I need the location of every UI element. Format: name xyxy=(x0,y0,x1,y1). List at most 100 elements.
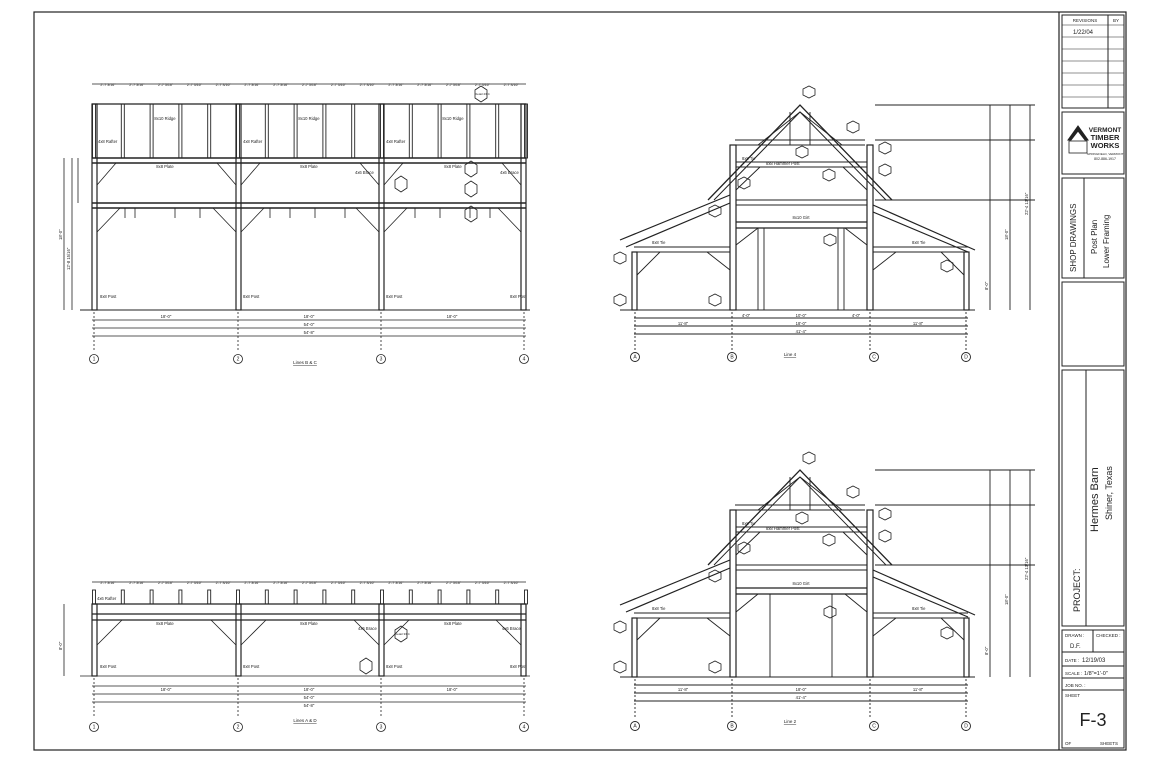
l4-grid-a: A xyxy=(633,355,637,361)
ad-grid-3: 3 xyxy=(380,725,383,731)
rafter xyxy=(293,589,298,605)
l2-hammer-post: 8x8 Hammer Post xyxy=(766,526,800,531)
detail-callout-icon xyxy=(940,259,954,273)
rafter xyxy=(120,103,125,159)
rafter xyxy=(495,103,500,159)
detail-callout-icon xyxy=(737,541,751,555)
drawn-label: DRAWN : xyxy=(1065,633,1084,638)
rafter-spacing-label: 2'-7 3/16" xyxy=(216,83,232,87)
l4-hammer-post: 8x8 Hammer Post xyxy=(766,161,800,166)
elevation-lines-a-d xyxy=(63,581,530,732)
sheet-number: F-3 xyxy=(1080,710,1107,730)
l2-view-title: Line 2 xyxy=(784,719,797,724)
bc-rafter-3: 4x8 Rafter xyxy=(386,139,406,144)
elevation-lines-b-c xyxy=(63,83,530,364)
section-line-4 xyxy=(613,85,1035,362)
l2-height-3: 8'-0" xyxy=(984,646,989,655)
bc-height-sub: 12'-8 15/16" xyxy=(66,247,71,270)
l4-sub-dim-1: 4'-0" xyxy=(742,313,751,318)
company-name-1: VERMONT xyxy=(1089,127,1122,134)
bc-grid-2: 2 xyxy=(237,357,240,363)
line4-labels: A B C D Line 4 11'-8" 18'-0" 11'-8" 4'-0… xyxy=(633,156,1029,361)
l2-dim-3: 11'-8" xyxy=(913,687,924,692)
l4-grid-c: C xyxy=(872,355,876,361)
rafter-spacing-label: 2'-7 3/16" xyxy=(417,83,433,87)
ad-bay-dim-1: 18'-0" xyxy=(161,687,172,692)
job-label: JOB NO. : xyxy=(1065,683,1086,688)
rafter-spacing-label: 2'-7 3/16" xyxy=(158,581,174,585)
rafter-spacing-label: 2'-7 3/16" xyxy=(331,83,347,87)
l4-view-title: Line 4 xyxy=(784,352,797,357)
rafter xyxy=(92,589,96,605)
company-name-3: WORKS xyxy=(1091,141,1120,150)
bc-post-2: 8x8 Post xyxy=(243,294,260,299)
rafter-spacing-label: 2'-7 3/16" xyxy=(244,581,260,585)
bc-post-4: 8x8 Post xyxy=(510,294,527,299)
rafter xyxy=(524,589,528,605)
rafter-spacing-label: 2'-7 3/16" xyxy=(360,83,376,87)
ad-height: 8'-0" xyxy=(58,641,63,650)
company-small: SPRINGFIELD, VERMONT xyxy=(1087,152,1124,156)
rafter xyxy=(149,589,154,605)
l2-dim-1: 11'-8" xyxy=(678,687,689,692)
ad-bay-dim-3: 18'-0" xyxy=(447,687,458,692)
drawing-type: SHOP DRAWINGS xyxy=(1069,204,1078,272)
l4-dim-1: 11'-8" xyxy=(678,321,689,326)
l4-height-3: 8'-0" xyxy=(984,281,989,290)
revisions-label: REVISIONS xyxy=(1073,18,1098,23)
rafter xyxy=(380,589,384,605)
l4-tie-top: 8x8 Tie xyxy=(742,156,756,161)
ad-post-2: 8x8 Post xyxy=(243,664,260,669)
rafter-spacing-label: 2'-7 3/16" xyxy=(187,581,203,585)
rafter-spacing-label: 2'-7 3/16" xyxy=(360,581,376,585)
rafter-spacing-label: 2'-7 3/16" xyxy=(446,83,462,87)
rafter xyxy=(264,589,269,605)
bc-view-title: Lines B & C xyxy=(293,360,318,365)
ad-bay-dim-2: 18'-0" xyxy=(304,687,315,692)
ad-overall-dim: 54'-0" xyxy=(304,695,315,700)
rafter-spacing-label: 2'-7 3/16" xyxy=(504,83,520,87)
bc-plate-3: 8x8 Plate xyxy=(444,164,462,169)
ad-post-3: 8x8 Post xyxy=(386,664,403,669)
detail-callout-icon xyxy=(878,141,892,155)
l2-grid-d: D xyxy=(964,724,968,730)
company-logo-icon xyxy=(1067,125,1089,141)
lines-ad-labels: 1 2 3 4 Lines A & D 18'-0" 18'-0" 18'-0"… xyxy=(58,581,527,731)
date-label: DATE : xyxy=(1065,658,1079,663)
rafter xyxy=(466,589,471,605)
rafter-spacing-label: 2'-7 3/16" xyxy=(273,581,289,585)
rafter-spacing-label: 2'-7 3/16" xyxy=(388,83,404,87)
bc-bay-dim-1: 18'-0" xyxy=(161,314,172,319)
detail-callout-icon xyxy=(613,251,627,265)
drawn-value: D.F. xyxy=(1070,644,1081,650)
bc-ridge-1: 8x10 Ridge xyxy=(154,116,176,121)
ad-detail: Detail 3/F4 xyxy=(395,632,410,636)
rafter xyxy=(437,589,442,605)
l2-tie-top: 8x8 Tie xyxy=(742,521,756,526)
bc-plate-1: 8x8 Plate xyxy=(156,164,174,169)
bc-ridge-2: 8x10 Ridge xyxy=(298,116,320,121)
drawing-subtitle-2: Lower Framing xyxy=(1102,215,1111,268)
l4-grid-d: D xyxy=(964,355,968,361)
rafter xyxy=(351,103,356,159)
l4-height-2: 18'-0" xyxy=(1004,229,1009,240)
sheet-border xyxy=(33,11,1127,751)
scale-value: 1/8"=1'-0" xyxy=(1084,671,1108,677)
lines-bc-labels: 1 2 3 4 Lines B & C 18'-0" 18'-0" 18'-0"… xyxy=(58,83,527,365)
detail-callout-icon xyxy=(802,85,816,99)
bc-height: 18'-0" xyxy=(58,229,63,240)
ad-plate-1: 8x8 Plate xyxy=(156,621,174,626)
ad-view-title: Lines A & D xyxy=(293,718,317,723)
l2-dim-2: 18'-0" xyxy=(796,687,807,692)
rafter-spacing-label: 2'-7 3/16" xyxy=(446,581,462,585)
detail-callout-icon xyxy=(708,293,722,307)
rafter xyxy=(236,589,240,605)
detail-callout-icon xyxy=(878,529,892,543)
l2-grid-a: A xyxy=(633,724,637,730)
rafter-spacing-label: 2'-7 3/16" xyxy=(100,83,116,87)
bc-post-3: 8x8 Post xyxy=(386,294,403,299)
rafter xyxy=(322,103,327,159)
rafter-spacing-label: 2'-7 3/16" xyxy=(475,581,491,585)
bc-plate-2: 8x8 Plate xyxy=(300,164,318,169)
